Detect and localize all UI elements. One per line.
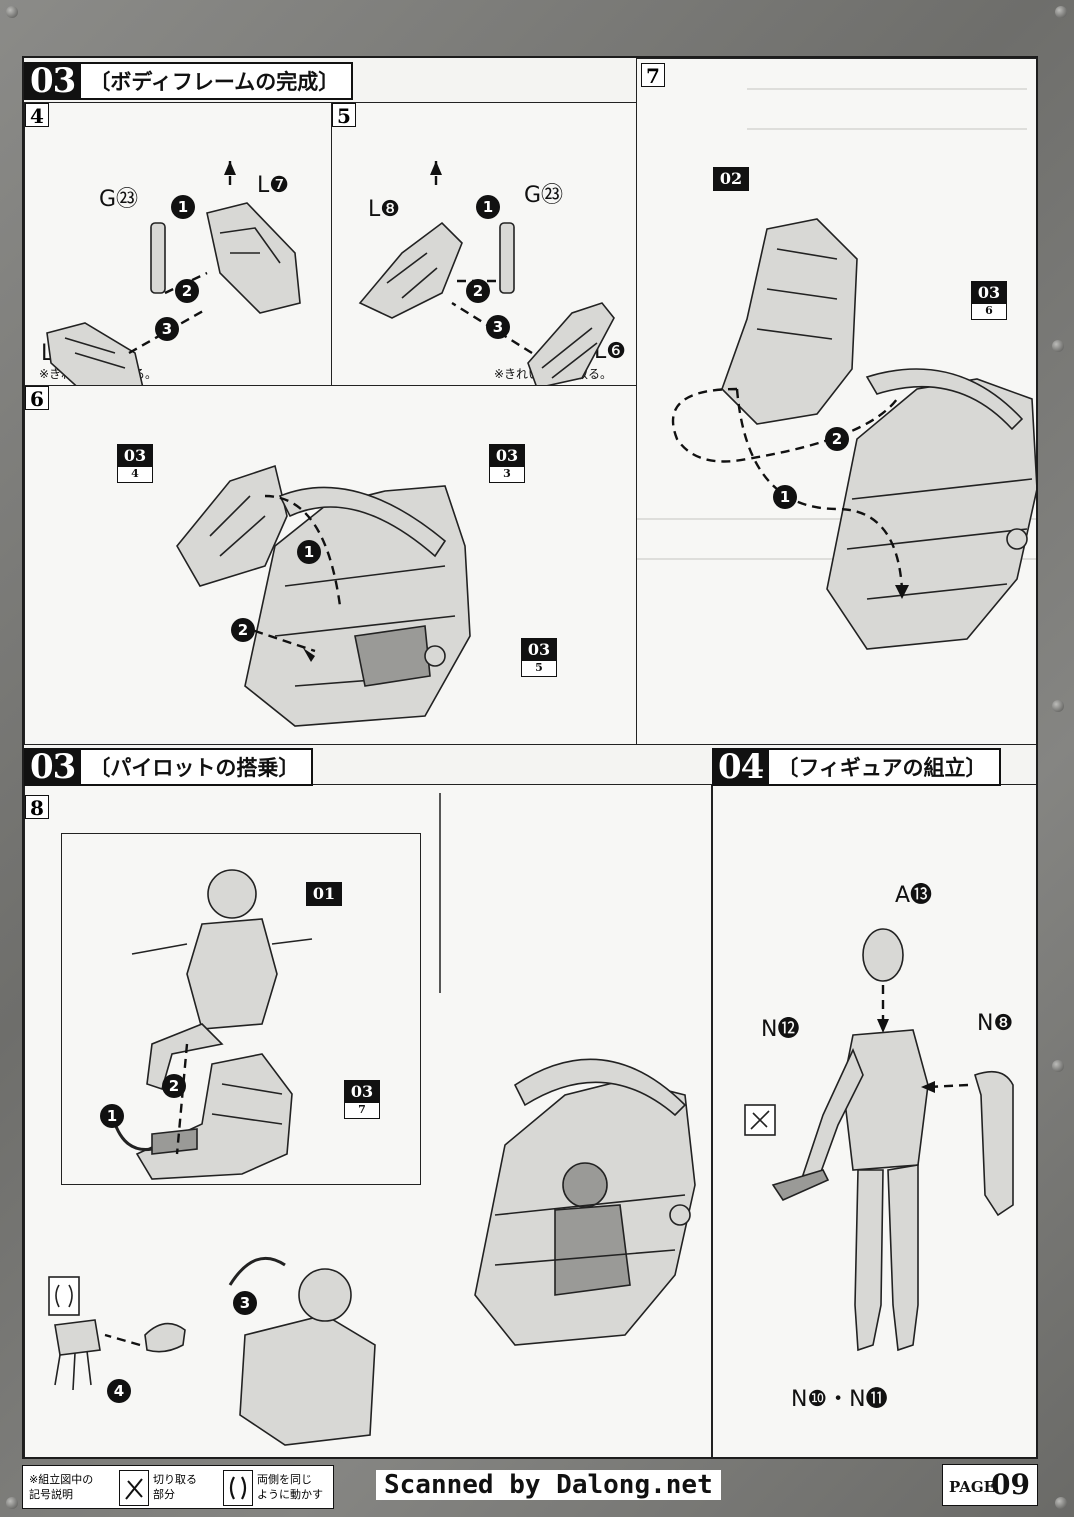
page-number: 09: [991, 1468, 1030, 1501]
part-label-n10-n11: N❿・N⓫: [791, 1387, 888, 1412]
part-label-l8: L❽: [368, 197, 400, 222]
part-label-l7: L❼: [257, 173, 289, 198]
rivet-decoration: [1055, 6, 1067, 18]
panel-divider: [439, 793, 441, 993]
sequence-marker-2: 2: [825, 427, 849, 451]
sequence-marker-1: 1: [773, 485, 797, 509]
tag-sub: 5: [521, 660, 557, 677]
legend-cut-line1: 切り取る: [153, 1473, 197, 1486]
step-6-diagram: [176, 464, 471, 727]
step-number: 8: [25, 795, 49, 820]
sequence-marker-2: 2: [175, 279, 199, 303]
part-label-a13: A⓭: [895, 883, 933, 908]
legend-cut-label: 切り取る 部分: [153, 1472, 197, 1502]
step-4-diagram: [46, 161, 301, 385]
legend-cut-line2: 部分: [153, 1488, 175, 1501]
part-label-g23: G㉓: [524, 183, 564, 208]
rivet-decoration: [1055, 1497, 1067, 1509]
pilot-seating-diagram: [110, 869, 313, 1180]
section-header-figure-assembly: 04 〔フィギュアの組立〕: [712, 748, 1001, 786]
step-4-panel: 4 G㉓ L❼ L❺ ※きれいに切り取る。 1 2 3: [24, 102, 332, 386]
symmetric-move-icon: [223, 1470, 253, 1506]
legend-move-line1: 両側を同じ: [257, 1473, 312, 1486]
sequence-marker-3: 3: [155, 317, 179, 341]
tag-main: 03: [350, 1082, 374, 1101]
rivet-decoration: [1052, 700, 1064, 712]
rivet-decoration: [6, 6, 18, 18]
step-number: 7: [641, 63, 665, 88]
tag-main: 03: [495, 446, 519, 465]
rivet-decoration: [1052, 340, 1064, 352]
part-label-n12: N⓬: [761, 1017, 800, 1042]
sequence-marker-2: 2: [162, 1074, 186, 1098]
tag-main: 03: [527, 640, 551, 659]
legend-title: ※組立図中の 記号説明: [29, 1472, 93, 1502]
tag-sub: 7: [344, 1102, 380, 1119]
step-5-diagram: [358, 161, 615, 385]
section-number: 03: [24, 62, 82, 100]
tag-main: 02: [719, 169, 743, 188]
legend-move-line2: ように動かす: [257, 1488, 323, 1501]
section-title: 〔パイロットの搭乗〕: [89, 756, 300, 780]
part-tag-01: 01: [306, 882, 342, 906]
step-number: 4: [25, 103, 49, 128]
sequence-marker-1: 1: [297, 540, 321, 564]
completed-cockpit-diagram: [474, 1058, 696, 1346]
section-title: 〔フィギュアの組立〕: [777, 756, 987, 780]
sequence-marker-3: 3: [233, 1291, 257, 1315]
legend-move-label: 両側を同じ ように動かす: [257, 1472, 323, 1502]
section-number: 04: [712, 748, 770, 786]
rivet-decoration: [6, 1497, 18, 1509]
part-tag-02: 02: [713, 167, 749, 191]
sequence-marker-4: 4: [107, 1379, 131, 1403]
instruction-sheet: 4 G㉓ L❼ L❺ ※きれいに切り取る。 1 2 3 5: [22, 56, 1038, 1459]
tag-main: 03: [977, 283, 1001, 302]
section-title: 〔ボディフレームの完成〕: [89, 70, 340, 94]
symbol-legend: ※組立図中の 記号説明 切り取る 部分 両側を同じ ように動かす: [22, 1465, 334, 1509]
sequence-marker-3: 3: [486, 315, 510, 339]
sequence-marker-1: 1: [171, 195, 195, 219]
tag-sub: 3: [489, 466, 525, 483]
figure-diagram: [744, 928, 1014, 1352]
figure-assembly-panel: A⓭ N⓬ N❽ N❿・N⓫: [712, 784, 1036, 1457]
tag-main: 01: [312, 884, 336, 903]
section-header-pilot-boarding: 03 〔パイロットの搭乗〕: [24, 748, 314, 786]
page-number-box: PAGE 09: [942, 1464, 1038, 1506]
cut-symbol-icon: [119, 1470, 149, 1506]
section-header-body-frame: 03 〔ボディフレームの完成〕: [24, 62, 354, 100]
step-7-diagram: [637, 88, 1036, 650]
tag-sub: 6: [971, 303, 1007, 320]
tag-main: 03: [123, 446, 147, 465]
section-number: 03: [24, 748, 82, 786]
legend-title-line2: 記号説明: [29, 1488, 73, 1501]
sequence-marker-2: 2: [231, 618, 255, 642]
step-number: 5: [332, 103, 356, 128]
step-number: 6: [25, 386, 49, 411]
part-label-n8: N❽: [977, 1011, 1014, 1036]
legend-title-line1: ※組立図中の: [29, 1473, 94, 1486]
part-label-g23: G㉓: [99, 187, 139, 212]
tag-sub: 4: [117, 466, 153, 483]
sequence-marker-1: 1: [476, 195, 500, 219]
sequence-marker-2: 2: [466, 279, 490, 303]
arm-attach-detail: [48, 1256, 376, 1446]
rivet-decoration: [1052, 1060, 1064, 1072]
page-label: PAGE: [949, 1478, 996, 1496]
step-5-panel: 5 L❽ G㉓ L❻ ※きれいに切り取る。 1 2 3: [331, 102, 637, 386]
scanner-credit: Scanned by Dalong.net: [376, 1470, 721, 1500]
sequence-marker-1: 1: [100, 1104, 124, 1128]
